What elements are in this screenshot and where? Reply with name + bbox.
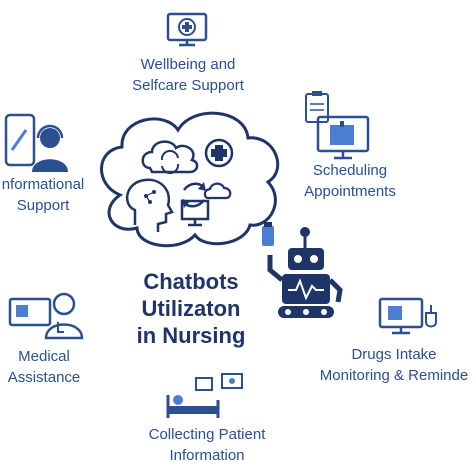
diagram-title: Chatbots Utilizaton in Nursing bbox=[136, 269, 246, 348]
doctor-monitor-icon bbox=[8, 292, 84, 340]
monitor-cloud-icon bbox=[180, 182, 232, 227]
ai-head-icon bbox=[125, 178, 174, 232]
clipboard-hospital-monitor-icon bbox=[305, 91, 370, 160]
label-wellbeing: Wellbeing and Selfcare Support bbox=[132, 56, 244, 94]
patient-bed-monitor-icon bbox=[166, 373, 243, 418]
cloud-sync-icon bbox=[141, 140, 199, 175]
phone-headset-support-icon bbox=[4, 113, 68, 172]
label-informational: nformational Support bbox=[1, 176, 85, 214]
medical-cross-icon bbox=[204, 138, 234, 168]
monitor-iv-drip-icon bbox=[378, 297, 437, 335]
label-drugs: Drugs Intake Monitoring & Reminde bbox=[319, 346, 469, 384]
monitor-medical-cross-icon bbox=[166, 12, 208, 47]
cloud-icon bbox=[100, 111, 280, 248]
label-scheduling: Scheduling Appointments bbox=[304, 162, 396, 200]
label-collecting: Collecting Patient Information bbox=[148, 426, 266, 464]
robot-icon bbox=[262, 222, 343, 318]
label-medical: Medical Assistance bbox=[7, 348, 81, 386]
